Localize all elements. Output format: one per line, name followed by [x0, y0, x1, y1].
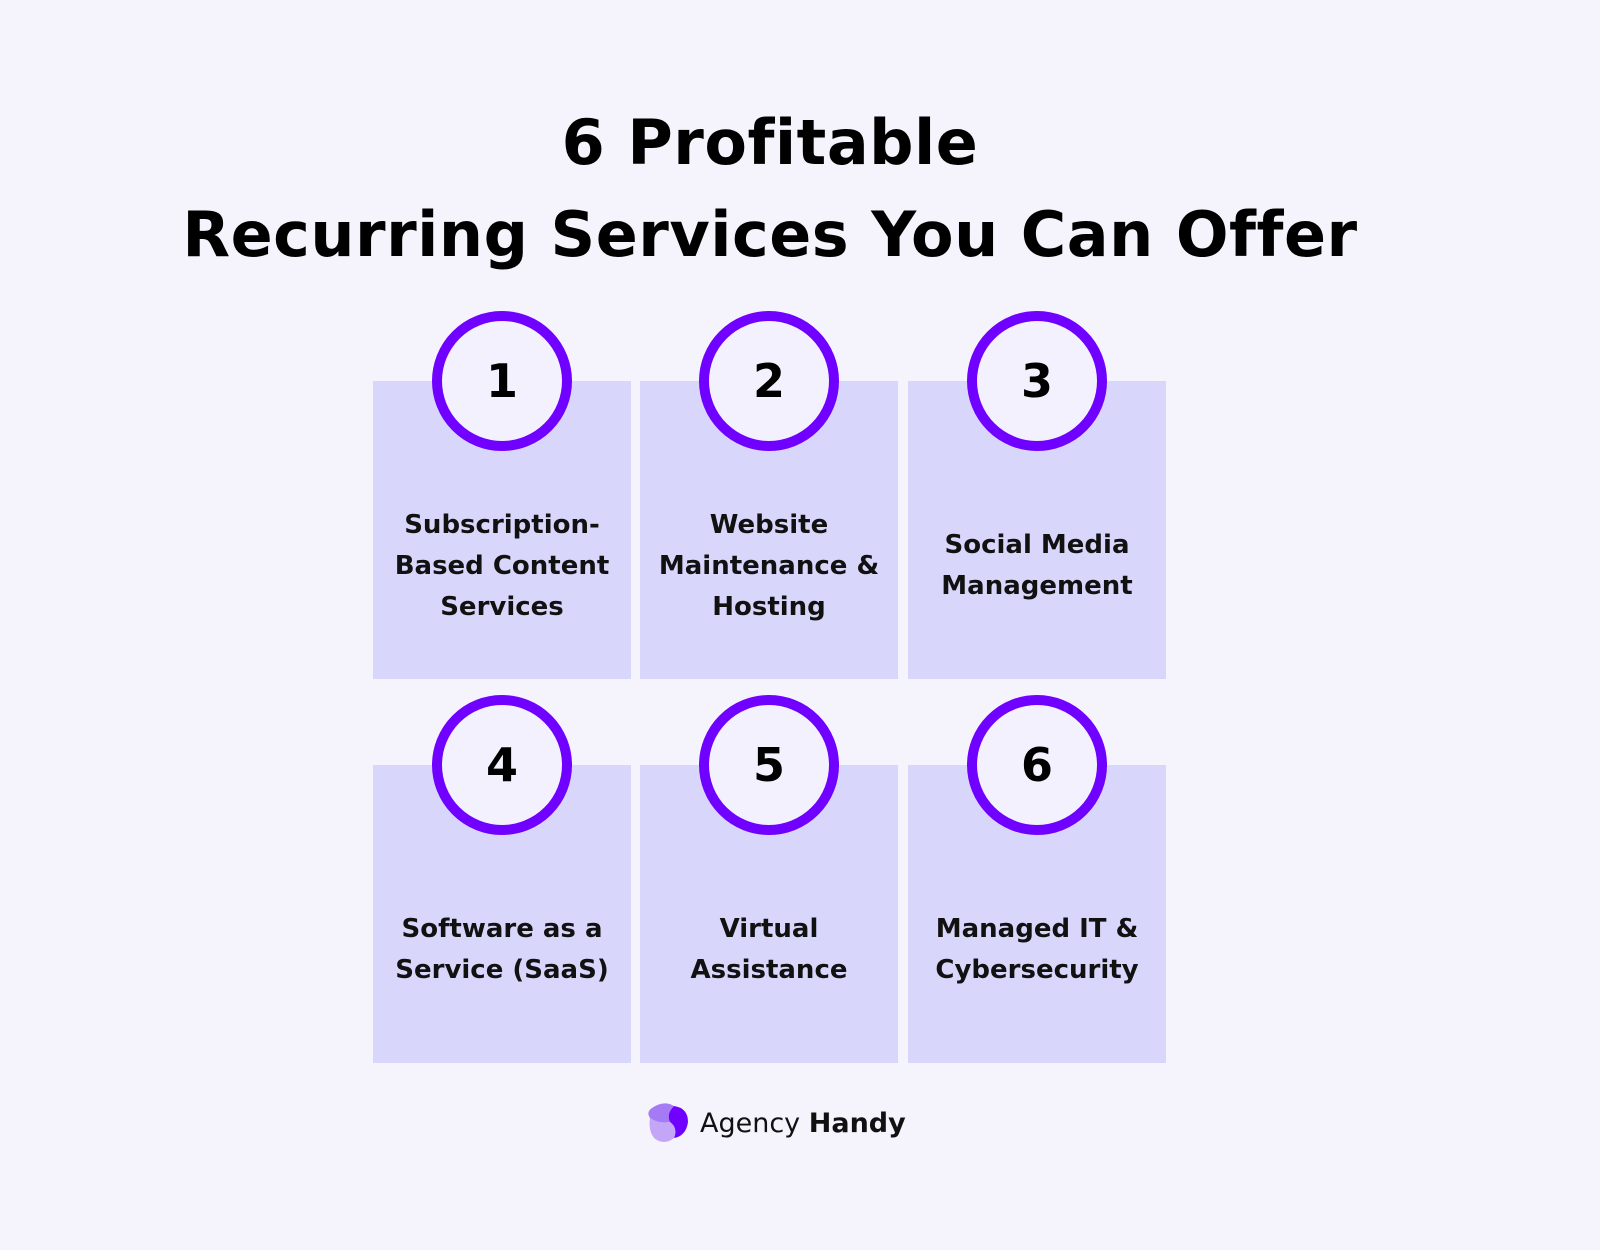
service-label: Social Media Management: [941, 530, 1133, 601]
service-number-badge: 1: [432, 311, 572, 451]
brand-name: Agency Handy: [700, 1108, 906, 1139]
brand-name-bold: Handy: [808, 1107, 906, 1139]
service-number-badge: 4: [432, 695, 572, 835]
service-label: Virtual Assistance: [690, 914, 848, 985]
service-label: Website Maintenance & Hosting: [658, 509, 880, 622]
service-number-badge: 6: [967, 695, 1107, 835]
service-number-badge: 3: [967, 311, 1107, 451]
service-label: Managed IT & Cybersecurity: [935, 914, 1139, 985]
service-label: Subscription-Based Content Services: [394, 509, 610, 622]
title-line-2: Recurring Services You Can Offer: [182, 198, 1358, 271]
agency-handy-logo-icon: [648, 1103, 688, 1142]
service-number-badge: 2: [699, 311, 839, 451]
service-label: Software as a Service (SaaS): [395, 914, 609, 985]
brand-logo: Agency Handy: [644, 1100, 906, 1146]
service-number-badge: 5: [699, 695, 839, 835]
title-line-1: 6 Profitable: [561, 106, 979, 179]
brand-name-light: Agency: [700, 1107, 801, 1139]
